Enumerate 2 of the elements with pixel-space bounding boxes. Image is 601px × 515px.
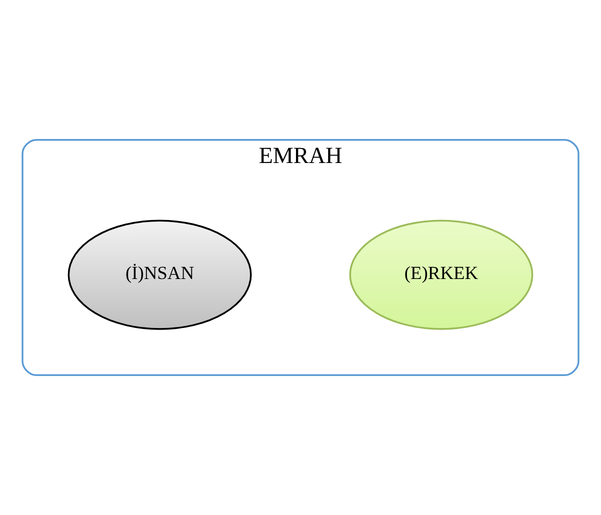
- node-ellipse: (İ)NSAN: [68, 220, 252, 330]
- node-ellipse: (E)RKEK: [349, 220, 534, 330]
